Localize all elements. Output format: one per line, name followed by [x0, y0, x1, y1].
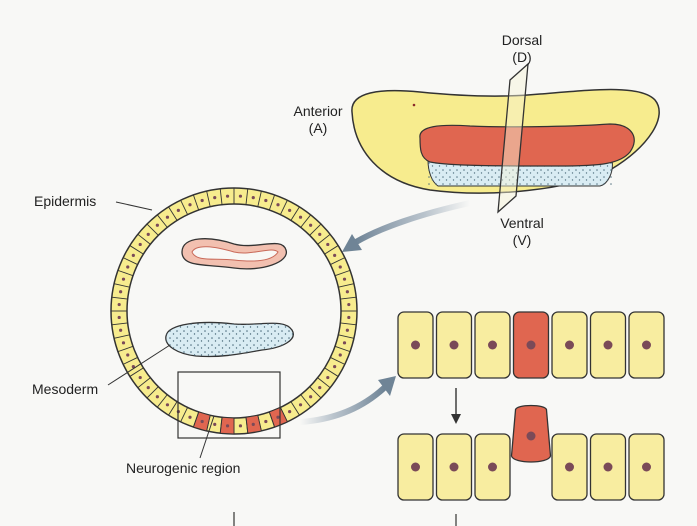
cell-nucleus — [188, 203, 191, 206]
cell-nucleus — [309, 224, 312, 227]
cell-nucleus — [288, 410, 291, 413]
epidermis-label: Epidermis — [34, 193, 96, 209]
cell-nucleus — [166, 403, 169, 406]
cell-nucleus — [239, 424, 242, 427]
cell-nucleus — [299, 403, 302, 406]
anterior-abbr-label: (A) — [309, 120, 328, 136]
cell-nucleus — [333, 365, 336, 368]
cell-nucleus — [239, 195, 242, 198]
cell-nucleus — [118, 303, 121, 306]
cell-nucleus — [333, 254, 336, 257]
cell-nucleus — [252, 196, 255, 199]
cell-nucleus — [126, 353, 129, 356]
cell-nucleus — [147, 386, 150, 389]
cell-nucleus — [139, 243, 142, 246]
cell-nucleus — [450, 463, 459, 472]
anterior-label: Anterior — [293, 103, 342, 119]
cell-nucleus — [318, 233, 321, 236]
cell-nucleus — [177, 209, 180, 212]
cell-nucleus — [119, 329, 122, 332]
embryo-red-band — [420, 124, 634, 166]
cell-nucleus — [326, 376, 329, 379]
cell-nucleus — [642, 463, 651, 472]
cell-nucleus — [213, 423, 216, 426]
cell-nucleus — [642, 341, 651, 350]
cell-nucleus — [264, 420, 267, 423]
cell-nucleus — [604, 463, 613, 472]
cell-nucleus — [156, 395, 159, 398]
cell-nucleus — [527, 432, 536, 441]
dorsal-abbr-label: (D) — [512, 49, 531, 65]
cell-nucleus — [122, 278, 125, 281]
cell-nucleus — [411, 463, 420, 472]
cell-nucleus — [488, 341, 497, 350]
cell-row-top — [398, 312, 664, 378]
cell-nucleus — [132, 254, 135, 257]
cell-nucleus — [488, 463, 497, 472]
whole-embryo — [352, 64, 659, 212]
cell-nucleus — [347, 303, 350, 306]
cell-nucleus — [122, 341, 125, 344]
cell-row-bottom — [398, 406, 664, 501]
cell-nucleus — [188, 416, 191, 419]
cell-nucleus — [119, 290, 122, 293]
cell-nucleus — [166, 216, 169, 219]
cell-nucleus — [213, 196, 216, 199]
cell-nucleus — [411, 341, 420, 350]
neurogenic-region-label: Neurogenic region — [126, 460, 240, 476]
cell-nucleus — [226, 424, 229, 427]
cell-nucleus — [288, 209, 291, 212]
cell-nucleus — [343, 341, 346, 344]
cell-nucleus — [565, 463, 574, 472]
cell-nucleus — [147, 233, 150, 236]
cell-nucleus — [604, 341, 613, 350]
cell-nucleus — [299, 216, 302, 219]
cell-nucleus — [347, 316, 350, 319]
ventral-label: Ventral — [500, 215, 544, 231]
cell-nucleus — [339, 353, 342, 356]
cell-nucleus — [346, 329, 349, 332]
cell-nucleus — [226, 195, 229, 198]
cell-nucleus — [156, 224, 159, 227]
cell-nucleus — [276, 203, 279, 206]
cell-nucleus — [276, 416, 279, 419]
cell-nucleus — [565, 341, 574, 350]
dorsal-label: Dorsal — [502, 32, 542, 48]
cell-nucleus — [201, 199, 204, 202]
cell-nucleus — [126, 265, 129, 268]
cell-nucleus — [201, 420, 204, 423]
cell-nucleus — [343, 278, 346, 281]
cell-nucleus — [139, 376, 142, 379]
section-arrow — [356, 203, 470, 242]
cell-nucleus — [346, 290, 349, 293]
cell-nucleus — [326, 243, 329, 246]
cell-nucleus — [118, 316, 121, 319]
cell-nucleus — [450, 341, 459, 350]
ventral-abbr-label: (V) — [513, 232, 532, 248]
cell-nucleus — [339, 265, 342, 268]
cell-nucleus — [252, 423, 255, 426]
cell-nucleus — [309, 395, 312, 398]
mesoderm-label: Mesoderm — [32, 381, 98, 397]
cell-nucleus — [318, 386, 321, 389]
cross-section — [111, 188, 357, 438]
cell-nucleus — [264, 199, 267, 202]
cell-nucleus — [527, 341, 536, 350]
